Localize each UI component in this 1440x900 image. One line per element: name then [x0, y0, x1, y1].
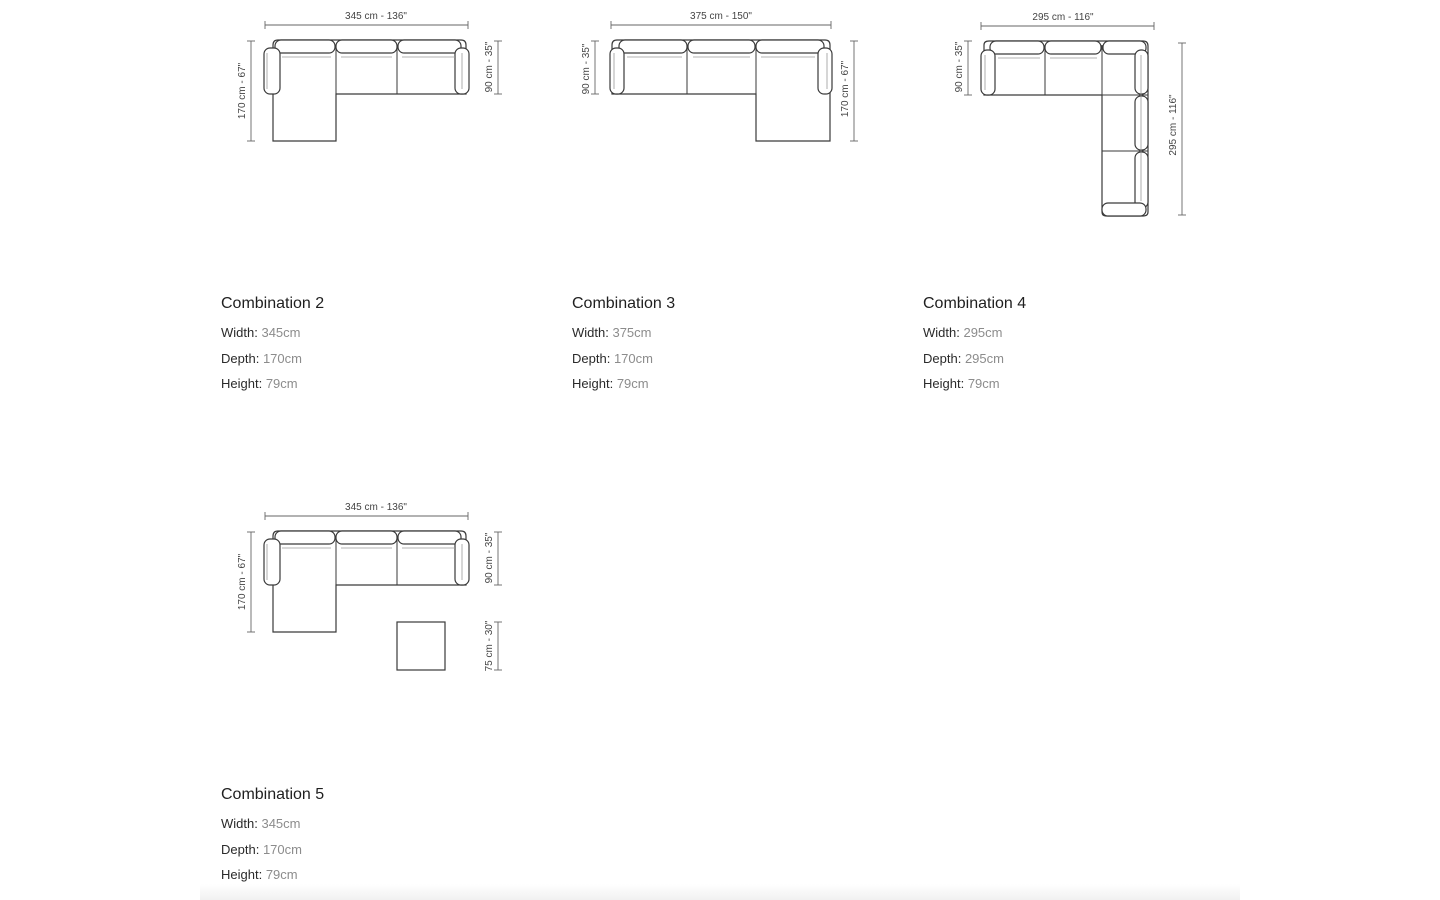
- spec-value: 79cm: [265, 376, 298, 391]
- spec-value: 170cm: [262, 350, 302, 366]
- spec-value: 79cm: [265, 867, 298, 882]
- combination-2-info: Combination 2 Width: 345cm Depth: 170cm …: [221, 294, 324, 401]
- sofa-outline: [980, 40, 1149, 217]
- spec-label: Width:: [923, 325, 960, 340]
- spec-height: Height: 79cm: [221, 375, 324, 392]
- dim-depth-label: 170 cm - 67": [840, 60, 851, 117]
- spec-label: Height:: [923, 376, 965, 391]
- spec-value: 295cm: [963, 325, 1003, 340]
- spec-label: Width:: [572, 325, 609, 340]
- combination-3-info: Combination 3 Width: 375cm Depth: 170cm …: [572, 294, 675, 401]
- spec-label: Width:: [221, 816, 258, 831]
- spec-depth: Depth: 295cm: [923, 350, 1026, 367]
- spec-label: Height:: [221, 867, 263, 882]
- sofa-outline: [609, 39, 833, 142]
- spec-value: 345cm: [261, 325, 301, 340]
- dim-seat-depth-label: 90 cm - 35": [581, 43, 592, 94]
- spec-value: 170cm: [613, 350, 653, 366]
- spec-width: Width: 375cm: [572, 324, 675, 341]
- dim-width-label: 295 cm - 116": [1032, 12, 1094, 23]
- dim-width-label: 345 cm - 136": [345, 11, 407, 22]
- spec-value: 79cm: [616, 376, 649, 391]
- combination-5-info: Combination 5 Width: 345cm Depth: 170cm …: [221, 785, 324, 892]
- combination-title: Combination 3: [572, 295, 676, 312]
- dim-depth-label: 295 cm - 116": [1168, 94, 1179, 156]
- spec-value: 295cm: [964, 350, 1004, 366]
- combination-4-diagram: 295 cm - 116" 90 cm - 35" 295 cm - 116": [954, 12, 1186, 217]
- spec-width: Width: 345cm: [221, 324, 324, 341]
- sofa-outline: [263, 39, 470, 142]
- spec-label: Depth:: [221, 841, 260, 857]
- spec-value: 345cm: [261, 816, 301, 831]
- dim-width-label: 375 cm - 150": [690, 11, 752, 22]
- sofa-outline: [263, 530, 470, 633]
- dim-depth-label: 170 cm - 67": [237, 553, 248, 610]
- ottoman-outline: [396, 621, 446, 671]
- dim-seat-depth-label: 90 cm - 35": [954, 41, 965, 92]
- dim-depth-label: 170 cm - 67": [237, 62, 248, 119]
- combination-title: Combination 5: [221, 786, 325, 803]
- spec-width: Width: 295cm: [923, 324, 1026, 341]
- spec-width: Width: 345cm: [221, 815, 324, 832]
- spec-height: Height: 79cm: [923, 375, 1026, 392]
- spec-label: Height:: [572, 376, 614, 391]
- dim-seat-depth-label: 90 cm - 35": [484, 532, 495, 583]
- bottom-fade: [200, 884, 1240, 900]
- combination-title: Combination 4: [923, 295, 1027, 312]
- spec-value: 79cm: [967, 376, 1000, 391]
- spec-value: 170cm: [262, 841, 302, 857]
- combination-title: Combination 2: [221, 295, 325, 312]
- spec-label: Depth:: [221, 350, 260, 366]
- dim-ottoman-label: 75 cm - 30": [484, 620, 495, 671]
- spec-depth: Depth: 170cm: [221, 841, 324, 858]
- spec-label: Width:: [221, 325, 258, 340]
- dim-width-label: 345 cm - 136": [345, 502, 407, 513]
- spec-depth: Depth: 170cm: [221, 350, 324, 367]
- spec-label: Depth:: [572, 350, 611, 366]
- spec-label: Height:: [221, 376, 263, 391]
- spec-depth: Depth: 170cm: [572, 350, 675, 367]
- spec-height: Height: 79cm: [221, 866, 324, 883]
- spec-value: 375cm: [612, 325, 652, 340]
- dim-seat-depth-label: 90 cm - 35": [484, 41, 495, 92]
- combination-3-diagram: 375 cm - 150" 90 cm - 35" 170 cm - 67": [581, 11, 858, 142]
- combination-5-diagram: 345 cm - 136" 170 cm - 67" 90 cm - 35" 7…: [237, 502, 502, 671]
- combination-4-info: Combination 4 Width: 295cm Depth: 295cm …: [923, 294, 1026, 401]
- spec-label: Depth:: [923, 350, 962, 366]
- combination-2-diagram: 345 cm - 136" 170 cm - 67" 90 cm - 35": [237, 11, 502, 142]
- spec-height: Height: 79cm: [572, 375, 675, 392]
